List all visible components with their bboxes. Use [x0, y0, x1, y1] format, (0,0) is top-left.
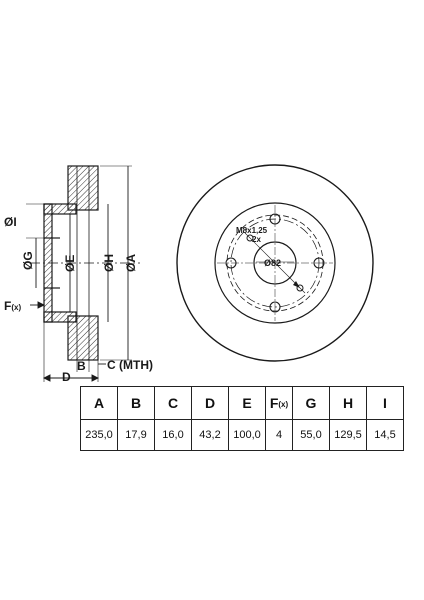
spec-table-value-row: 235,0 17,9 16,0 43,2 100,0 4 55,0 129,5 … — [80, 419, 404, 451]
value-c: 16,0 — [154, 419, 192, 451]
thread-hole-bottom-right — [296, 284, 304, 292]
dim-f-label: F(x) — [4, 299, 21, 313]
dim-h-label: ØH — [102, 254, 116, 272]
dim-c-label: C (MTH) — [107, 358, 153, 372]
value-a: 235,0 — [80, 419, 118, 451]
value-f: 4 — [265, 419, 293, 451]
center-bore-label: Ø82 — [264, 258, 281, 268]
bolt-hole-right — [313, 257, 325, 269]
front-view — [176, 164, 374, 362]
value-d: 43,2 — [191, 419, 229, 451]
header-i: I — [366, 386, 404, 420]
dim-b-label: B — [77, 359, 86, 373]
bolt-hole-bottom — [269, 301, 281, 313]
thread-count-label: 2x — [252, 235, 261, 244]
spec-table-header-row: A B C D E F(x) G H I — [80, 386, 404, 420]
friction-ring-top — [67, 165, 99, 211]
value-e: 100,0 — [228, 419, 266, 451]
value-h: 129,5 — [329, 419, 367, 451]
spec-table: A B C D E F(x) G H I 235,0 17,9 16,0 43,… — [80, 386, 404, 451]
disc-outer-edge — [176, 164, 374, 362]
friction-ring-bottom — [67, 315, 99, 361]
header-a: A — [80, 386, 118, 420]
value-b: 17,9 — [117, 419, 155, 451]
header-f: F(x) — [265, 386, 293, 420]
center-bore — [253, 241, 297, 285]
header-b: B — [117, 386, 155, 420]
header-e: E — [228, 386, 266, 420]
dim-a-label: ØA — [124, 254, 138, 272]
header-c: C — [154, 386, 192, 420]
dim-e-label: ØE — [63, 255, 77, 272]
header-h: H — [329, 386, 367, 420]
brake-disc-drawing: ØI ØG ØE ØH ØA F(x) B C (MTH) D M8x1,25 … — [4, 164, 374, 384]
dim-g-label: ØG — [21, 251, 35, 270]
header-d: D — [191, 386, 229, 420]
thread-hole-top-left — [246, 234, 254, 242]
dim-d-label: D — [62, 370, 71, 384]
value-i: 14,5 — [366, 419, 404, 451]
value-g: 55,0 — [292, 419, 330, 451]
friction-inner-edge — [214, 202, 336, 324]
header-g: G — [292, 386, 330, 420]
side-section-view — [30, 165, 140, 361]
side-dimension-lines — [26, 165, 132, 382]
dim-i-label: ØI — [4, 215, 17, 229]
thread-spec-label: M8x1,25 — [236, 226, 268, 235]
